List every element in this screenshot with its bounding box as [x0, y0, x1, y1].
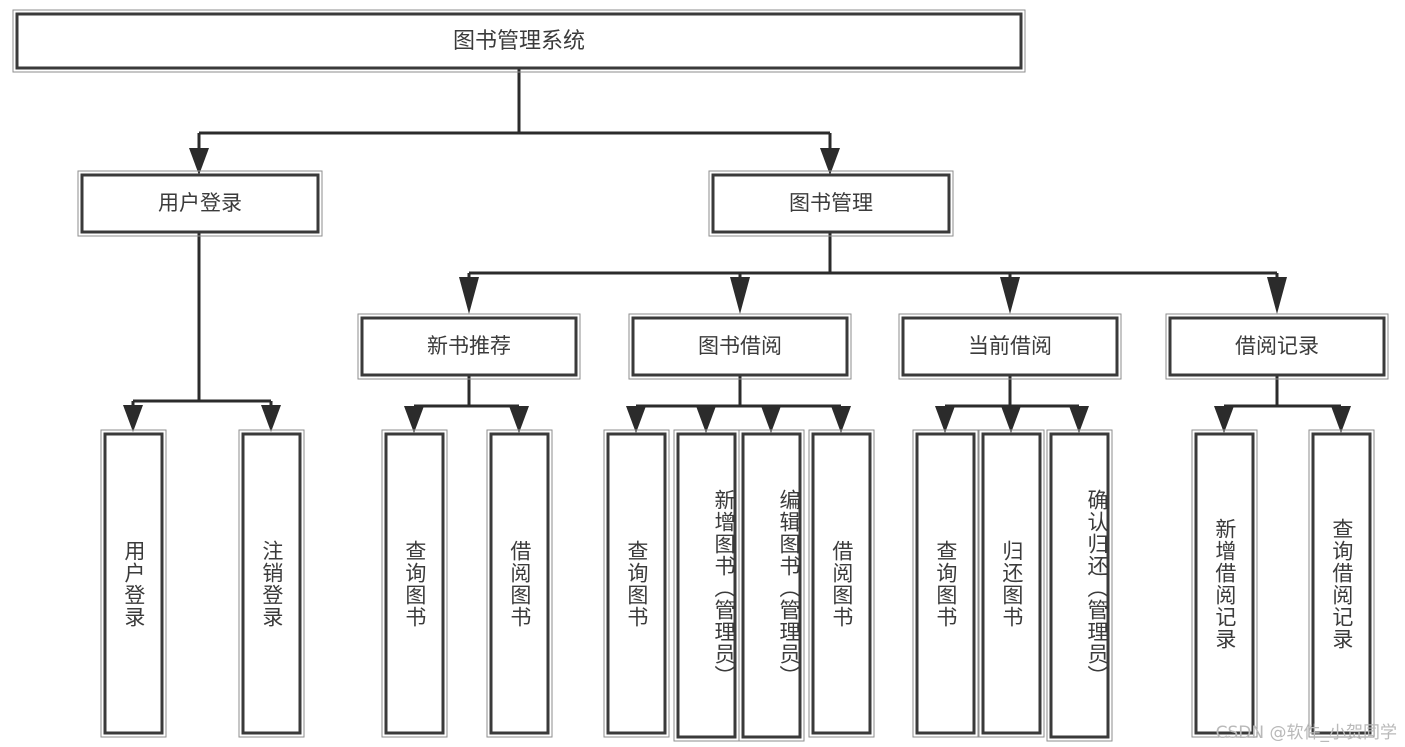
node-book-borrow[interactable]: 图书借阅 [628, 313, 852, 380]
node-current-borrow-box[interactable] [901, 316, 1119, 377]
arrowhead-leaf-query-book-1 [404, 406, 424, 433]
leaf-box-user-login-shadow [100, 429, 167, 738]
node-new-book-recommend-box[interactable] [360, 316, 578, 377]
leaf-box-borrow-book-1-shadow [486, 429, 553, 738]
node-new-book-recommend-box-shadow [357, 313, 581, 380]
leaf-boxes [100, 429, 1375, 742]
leaf-label-borrow-book-1: 借阅图书 [507, 539, 532, 628]
watermark-text: CSDN @软件_小贺同学 [1215, 723, 1397, 743]
leaf-label-query-book-1: 查询图书 [402, 539, 427, 628]
arrowhead-book-management [820, 148, 840, 175]
node-book-management-box[interactable] [711, 173, 951, 234]
leaf-label-query-record: 查询借阅记录 [1329, 517, 1354, 650]
node-user-login-box-shadow [77, 170, 323, 237]
leaf-box-query-book-2[interactable] [606, 432, 667, 735]
node-borrow-record-box[interactable] [1168, 316, 1386, 377]
leaf-box-edit-book[interactable] [741, 432, 802, 739]
arrowhead-borrow-record [1267, 277, 1287, 314]
node-book-management-box-shadow [708, 170, 954, 237]
arrowhead-user-login [189, 148, 209, 175]
node-book-borrow-box[interactable] [631, 316, 849, 377]
leaf-box-add-book[interactable] [676, 432, 737, 739]
node-book-management-label: 图书管理 [789, 191, 873, 215]
node-root-box-shadow [12, 9, 1026, 73]
arrowhead-current-borrow [1000, 277, 1020, 314]
leaf-box-logout[interactable] [241, 432, 302, 735]
leaf-box-return-book[interactable] [981, 432, 1042, 735]
node-user-login[interactable]: 用户登录 [77, 170, 323, 237]
node-borrow-record-box-shadow [1165, 313, 1389, 380]
leaf-box-query-book-3-shadow [912, 429, 979, 738]
connector-group-current-borrow [935, 375, 1089, 433]
node-book-borrow-box-shadow [628, 313, 852, 380]
leaf-box-logout-shadow [238, 429, 305, 738]
connector-group-borrow-record [1214, 375, 1351, 433]
leaf-box-confirm-return-shadow [1046, 429, 1113, 742]
leaf-box-add-record[interactable] [1194, 432, 1255, 735]
leaf-box-confirm-return[interactable] [1049, 432, 1110, 739]
leaf-label-logout: 注销登录 [259, 539, 284, 628]
arrowhead-leaf-borrow-book-1 [509, 406, 529, 433]
leaf-box-query-record[interactable] [1311, 432, 1372, 735]
leaf-box-add-record-shadow [1191, 429, 1258, 738]
arrowhead-new-book-recommend [459, 277, 479, 314]
leaf-label-query-book-2: 查询图书 [624, 539, 649, 628]
node-user-login-label: 用户登录 [158, 191, 242, 215]
arrowhead-leaf-return-book [1001, 406, 1021, 433]
node-current-borrow-box-shadow [898, 313, 1122, 380]
arrowhead-leaf-user-login [123, 405, 143, 432]
leaf-label-add-record: 新增借阅记录 [1212, 517, 1237, 650]
node-root[interactable]: 图书管理系统 [12, 9, 1026, 73]
connector-group-root [189, 68, 840, 175]
arrowhead-leaf-query-record [1331, 406, 1351, 433]
node-new-book-recommend-label: 新书推荐 [427, 334, 511, 358]
leaf-box-user-login[interactable] [103, 432, 164, 735]
leaf-label-borrow-book-2: 借阅图书 [829, 539, 854, 628]
leaf-label-add-book: 新增图书（管理员） [712, 488, 736, 687]
leaf-box-borrow-book-2[interactable] [811, 432, 872, 735]
leaf-label-edit-book: 编辑图书（管理员） [777, 488, 801, 687]
connector-group-book-management [459, 232, 1287, 314]
leaf-label-user-login: 用户登录 [121, 539, 146, 628]
arrowhead-leaf-add-record [1214, 406, 1234, 433]
node-current-borrow[interactable]: 当前借阅 [898, 313, 1122, 380]
leaf-label-query-book-3: 查询图书 [933, 539, 958, 628]
leaf-box-query-book-3[interactable] [915, 432, 976, 735]
connector-group-user-login [123, 232, 281, 432]
node-root-label: 图书管理系统 [453, 29, 585, 54]
leaf-box-edit-book-shadow [738, 429, 805, 742]
node-user-login-box[interactable] [80, 173, 320, 234]
arrowhead-leaf-add-book [696, 406, 716, 433]
leaf-box-query-record-shadow [1308, 429, 1375, 738]
arrowhead-leaf-borrow-book-2 [831, 406, 851, 433]
node-book-management[interactable]: 图书管理 [708, 170, 954, 237]
leaf-box-borrow-book-1[interactable] [489, 432, 550, 735]
leaf-box-query-book-1[interactable] [384, 432, 445, 735]
arrowhead-leaf-query-book-2 [626, 406, 646, 433]
connector-group-book-borrow [626, 375, 851, 433]
node-borrow-record-label: 借阅记录 [1235, 334, 1319, 358]
leaf-box-query-book-2-shadow [603, 429, 670, 738]
arrowhead-leaf-query-book-3 [935, 406, 955, 433]
arrowhead-leaf-confirm-return [1069, 406, 1089, 433]
leaf-box-return-book-shadow [978, 429, 1045, 738]
node-root-box[interactable] [15, 12, 1023, 70]
leaf-label-return-book: 归还图书 [999, 539, 1024, 628]
arrowhead-leaf-logout [261, 405, 281, 432]
node-current-borrow-label: 当前借阅 [968, 334, 1052, 358]
node-book-borrow-label: 图书借阅 [698, 334, 782, 358]
node-borrow-record[interactable]: 借阅记录 [1165, 313, 1389, 380]
leaf-label-confirm-return: 确认归还（管理员） [1085, 488, 1109, 687]
connector-group-new-book-recommend [404, 375, 529, 433]
leaf-box-borrow-book-2-shadow [808, 429, 875, 738]
arrowhead-leaf-edit-book [761, 406, 781, 433]
leaf-box-query-book-1-shadow [381, 429, 448, 738]
node-new-book-recommend[interactable]: 新书推荐 [357, 313, 581, 380]
arrowhead-book-borrow [730, 277, 750, 314]
